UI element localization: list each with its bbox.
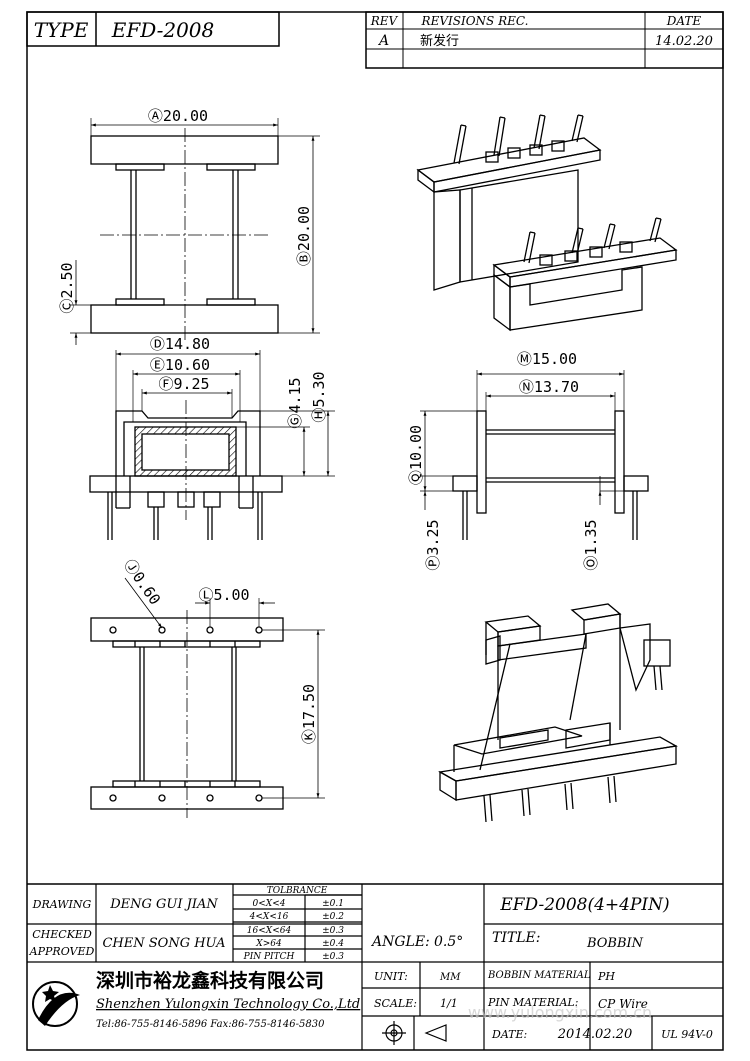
company-name-cn: 深圳市裕龙鑫科技有限公司 <box>96 969 324 992</box>
date-label: DATE <box>666 14 702 28</box>
dim-e: Ⓔ10.60 <box>150 356 210 374</box>
rev-label: REV <box>370 14 399 28</box>
approved-label: APPROVED <box>29 945 95 958</box>
drawing-name: DENG GUI JIAN <box>109 897 218 912</box>
tol-range-2: 16<X<64 <box>247 926 292 936</box>
unit-value: MM <box>439 972 461 983</box>
revision-table: REV REVISIONS REC. DATE A 新发行 14.02.20 <box>365 11 724 69</box>
tol-range-1: 4<X<16 <box>249 912 289 922</box>
pin-material-value: CP Wire <box>598 997 648 1011</box>
dim-p: Ⓟ3.25 <box>424 519 442 570</box>
company-logo-icon <box>32 981 80 1027</box>
part-number: EFD-2008(4+4PIN) <box>499 895 669 915</box>
rev-date: 14.02.20 <box>655 34 713 49</box>
rev-description: 新发行 <box>420 33 459 49</box>
tol-val-0: ±0.1 <box>322 899 344 909</box>
front-view <box>89 350 335 540</box>
drawing-label: DRAWING <box>32 898 92 911</box>
scale-label: SCALE: <box>374 997 417 1010</box>
dim-k: Ⓚ17.50 <box>300 684 318 744</box>
bottom-view <box>90 577 325 818</box>
bobbin-material-value: PH <box>597 970 615 983</box>
projection-symbol-icon <box>382 1021 447 1045</box>
rev-letter: A <box>377 33 389 49</box>
angle-label: ANGLE: <box>370 934 430 950</box>
dim-h: Ⓗ5.30 <box>310 371 328 422</box>
watermark-url: www.yulongxin.com.cn <box>468 1003 652 1022</box>
title-block <box>27 883 723 1050</box>
dim-q: Ⓠ10.00 <box>407 425 425 485</box>
tol-range-0: 0<X<4 <box>253 899 286 909</box>
company-contact: Tel:86-755-8146-5896 Fax:86-755-8146-583… <box>96 1019 325 1030</box>
dim-c: Ⓒ2.50 <box>58 262 76 313</box>
angle-value: 0.5° <box>434 934 463 950</box>
tol-range-3: X>64 <box>255 939 282 949</box>
dim-j: Ⓙ0.60 <box>120 556 164 608</box>
dim-d: Ⓓ14.80 <box>150 335 210 353</box>
type-label: TYPE <box>34 18 89 42</box>
tol-val-4: ±0.3 <box>322 952 344 962</box>
tolerance-title: TOLBRANCE <box>267 886 328 896</box>
dim-f: Ⓕ9.25 <box>158 375 209 393</box>
iso-view-top <box>416 114 678 332</box>
dim-o: Ⓞ1.35 <box>582 519 600 570</box>
dim-l: Ⓛ5.00 <box>198 586 249 604</box>
scale-value: 1/1 <box>440 997 458 1010</box>
dim-m: Ⓜ15.00 <box>517 350 577 368</box>
pin-material-label: PIN MATERIAL: <box>487 996 578 1009</box>
tol-range-4: PIN PITCH <box>243 952 295 962</box>
checked-name: CHEN SONG HUA <box>102 936 225 951</box>
ul-rating: UL 94V-0 <box>661 1028 713 1041</box>
tol-val-2: ±0.3 <box>322 926 344 936</box>
dim-g: Ⓖ4.15 <box>286 377 304 428</box>
dim-n: Ⓝ13.70 <box>519 378 579 396</box>
unit-label: UNIT: <box>374 970 408 983</box>
title-label: TITLE: <box>492 930 540 946</box>
side-view <box>420 370 649 540</box>
dim-a: Ⓐ20.00 <box>148 107 208 125</box>
type-box: TYPE EFD-2008 <box>26 11 280 47</box>
tol-val-1: ±0.2 <box>322 912 344 922</box>
iso-view-bottom <box>438 603 678 823</box>
top-view <box>70 118 320 345</box>
tol-val-3: ±0.4 <box>322 939 344 949</box>
company-name-en: Shenzhen Yulongxin Technology Co.,Ltd <box>96 997 360 1012</box>
date-value-tb: 2014.02.20 <box>557 1027 632 1042</box>
dim-b: Ⓑ20.00 <box>295 206 313 266</box>
type-value: EFD-2008 <box>111 18 215 42</box>
date-label-tb: DATE: <box>491 1028 527 1041</box>
title-value: BOBBIN <box>586 936 644 951</box>
bobbin-material-label: BOBBIN MATERIAL <box>487 970 591 981</box>
checked-label: CHECKED <box>32 928 92 941</box>
revisions-label: REVISIONS REC. <box>421 14 529 28</box>
